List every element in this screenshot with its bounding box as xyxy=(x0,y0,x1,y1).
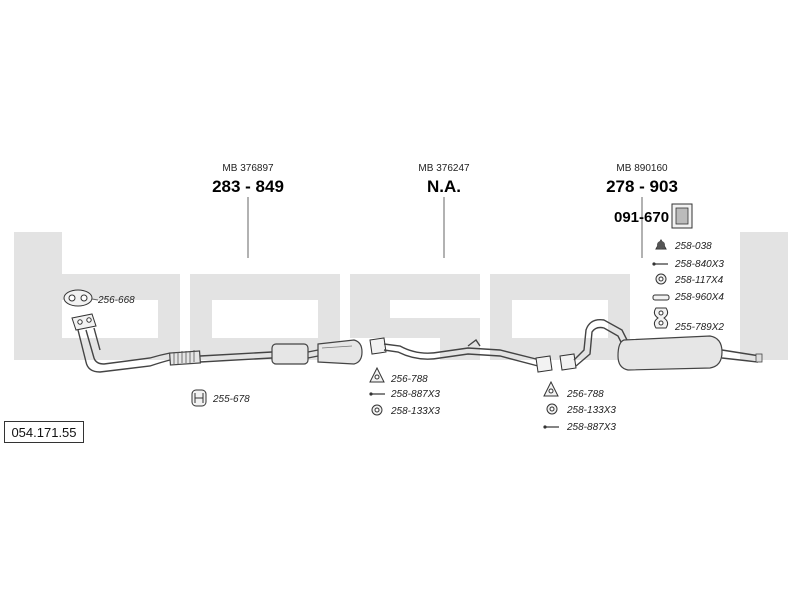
mid-flange-icon xyxy=(369,366,385,383)
assembly-2-mb-ref: MB 376247 xyxy=(418,163,470,174)
front-clamp-icon xyxy=(191,389,207,407)
assembly-2-bosal-ref: N.A. xyxy=(427,177,461,196)
rear-bracket-label: 255-789X2 xyxy=(674,322,724,333)
rear-rubber-label: 258-038 xyxy=(674,241,712,252)
rear-flange-label: 256-788 xyxy=(566,389,604,400)
rear-washer-label: 258-117X4 xyxy=(674,275,724,286)
rear-bracket-icon xyxy=(653,307,669,329)
front-gasket-label: 256-668 xyxy=(97,295,135,306)
mid-flange-label: 256-788 xyxy=(390,374,428,385)
rear-washer-icon xyxy=(655,273,667,285)
rear-rubber-icon xyxy=(655,238,667,250)
rear-bolt2-label: 258-840X3 xyxy=(674,259,724,270)
rear-spring-label: 258-960X4 xyxy=(674,292,724,303)
assembly-3-mb-ref: MB 890160 xyxy=(616,163,668,174)
rear-bolt-icon xyxy=(543,425,559,429)
assembly-1-bosal-ref: 283 - 849 xyxy=(212,177,284,196)
rear-nut-icon xyxy=(546,403,558,415)
rear-spring-icon xyxy=(652,294,670,301)
assembly-1-mb-ref: MB 376897 xyxy=(222,163,274,174)
rear-hanger-icon xyxy=(671,203,693,229)
catalog-number: 054.171.55 xyxy=(4,421,84,443)
front-gasket-icon xyxy=(63,289,93,307)
rear-silencer-assembly xyxy=(559,319,763,371)
mid-nut-icon xyxy=(371,404,383,416)
mid-nut-label: 258-133X3 xyxy=(390,406,440,417)
rear-hanger-ref: 091-670 xyxy=(614,209,669,226)
rear-bolt2-icon xyxy=(652,262,668,266)
front-pipe-assembly xyxy=(71,313,363,373)
middle-pipe-assembly xyxy=(369,337,553,373)
mid-bolt-icon xyxy=(369,392,385,396)
rear-bolt-label: 258-887X3 xyxy=(566,422,616,433)
assembly-3-bosal-ref: 278 - 903 xyxy=(606,177,678,196)
front-clamp-label: 255-678 xyxy=(212,394,250,405)
rear-flange-icon xyxy=(543,380,559,397)
mid-bolt-label: 258-887X3 xyxy=(390,389,440,400)
rear-nut-label: 258-133X3 xyxy=(566,405,616,416)
